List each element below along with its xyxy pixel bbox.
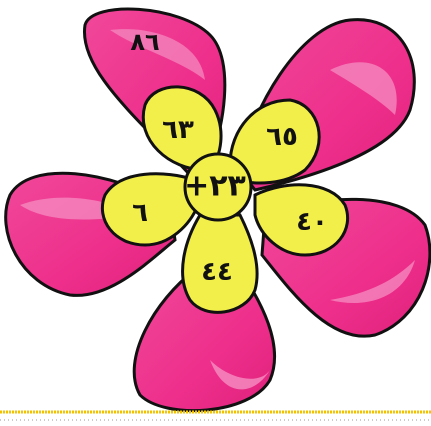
outer-petal-number: ٨٦ [130,28,159,56]
inner-petal-number: ٤٠ [296,207,328,237]
center-operation: +٢٣ [184,169,246,204]
inner-petal-number: ٦٥ [266,122,298,152]
inner-petal-number: ٦ [132,198,148,228]
inner-petal-number: ٦٣ [162,115,194,145]
inner-petal-number: ٤٤ [201,257,233,287]
